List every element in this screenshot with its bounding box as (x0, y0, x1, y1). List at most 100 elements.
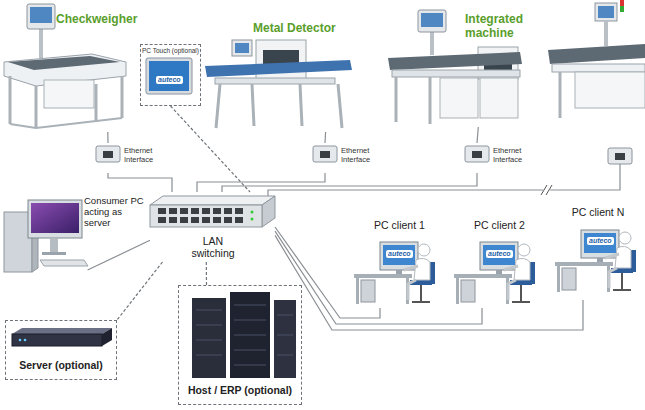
network-cable (541, 185, 552, 195)
text-slot: PC client 2 (457, 219, 542, 231)
host-racks-figure (192, 292, 296, 378)
integrated-machine-figure (440, 78, 478, 118)
client-pc-figure (354, 230, 636, 304)
fourth-machine-figure (598, 6, 614, 18)
machine-leg (9, 76, 12, 124)
metal-detector-figure (215, 78, 335, 84)
metal-detector-figure (256, 40, 306, 82)
interface-label: Ethernet Interface (124, 147, 166, 164)
server-pc-figure (50, 238, 58, 252)
ethernet-port-icon (615, 153, 625, 160)
interface-label: Ethernet Interface (341, 147, 383, 164)
switch-port (158, 208, 166, 214)
server-pc-figure (4, 200, 88, 272)
rack-slot (196, 325, 222, 326)
lan-switch-figure (150, 205, 262, 227)
fourth-machine-figure (559, 72, 562, 118)
machine-leg (395, 77, 398, 122)
client-pc: PC client 2 auteco (452, 218, 547, 308)
network-cable (268, 164, 620, 196)
text-slot: auteco (156, 76, 183, 84)
lan-switch-figure (251, 211, 254, 214)
integrated-machine-figure (392, 70, 520, 77)
network-cable (275, 235, 583, 330)
machine-leg (216, 84, 342, 128)
metal-detector-figure (205, 40, 352, 128)
text-slot: auteco (386, 250, 413, 258)
rack-server-figure (12, 328, 112, 346)
network-cable (107, 132, 108, 143)
machine-leg (396, 77, 430, 124)
metal-detector-machine: Metal Detector (200, 10, 359, 132)
switch-port (169, 217, 177, 223)
brand-logo: auteco (156, 76, 183, 84)
host-racks-figure (192, 298, 226, 378)
client-pc-figure (354, 242, 435, 304)
rack-slot (196, 310, 222, 311)
interface-label: Ethernet Interface (493, 147, 535, 164)
rack-server-figure (12, 328, 112, 334)
ethernet-interface: Ethernet Interface (93, 143, 168, 173)
machine-leg (35, 86, 38, 128)
server-unit: Server (optional) (5, 320, 117, 380)
switch-port (235, 208, 243, 214)
server-pc-figure (40, 260, 88, 266)
rack-slot (234, 350, 266, 351)
client-pc-figure (555, 230, 636, 292)
machine-heading: Metal Detector (253, 22, 357, 36)
switch-port (235, 217, 243, 223)
brand-logo: auteco (486, 250, 513, 258)
host-racks-figure (274, 300, 296, 378)
checkweigher-figure (44, 80, 94, 108)
ethernet-port-icon (608, 148, 632, 164)
text-slot: Ethernet Interface (124, 147, 166, 164)
switch-port (158, 208, 243, 223)
network-cable (324, 132, 326, 143)
rack-server-figure (24, 339, 27, 342)
text-slot: Host / ERP (optional) (181, 384, 299, 396)
text-slot: Ethernet Interface (493, 147, 535, 164)
integrated-machine-figure (418, 10, 446, 32)
server-pc: Consumer PC acting as server (0, 190, 146, 270)
switch-port (191, 208, 199, 214)
fourth-machine-figure (552, 64, 645, 72)
fourth-machine-figure (595, 3, 617, 21)
text-slot: PC client 1 (357, 219, 442, 231)
machine-leg (216, 84, 220, 128)
machine-leg (429, 77, 432, 124)
machine-leg (95, 84, 98, 122)
ethernet-interface: Ethernet Interface (310, 143, 385, 173)
ethernet-port-icon (472, 151, 482, 158)
checkweigher-figure (10, 118, 122, 128)
client-pc: PC client 1 auteco (352, 218, 447, 308)
network-cable (275, 227, 380, 318)
rack-server-figure (19, 339, 22, 342)
pc-touch-figure (146, 58, 192, 94)
text-slot: LAN switching (187, 235, 239, 259)
metal-detector-figure (235, 43, 249, 53)
network-cable (477, 127, 478, 143)
client-label: PC client N (556, 206, 640, 218)
rack-slot (234, 320, 266, 321)
switch-port (191, 217, 199, 223)
machine-leg (338, 84, 342, 128)
host-erp: Host / ERP (optional) (178, 285, 302, 405)
server-pc-figure (42, 252, 66, 255)
lan-switch: LAN switching (150, 192, 275, 262)
text-slot: Metal Detector (253, 22, 357, 36)
machine-leg (252, 84, 254, 126)
network-cable (88, 240, 150, 270)
text-slot: PC Touch (optional) (142, 47, 199, 54)
pc-touch-figure (149, 61, 189, 91)
network-cable (268, 164, 620, 196)
switch-port (202, 217, 210, 223)
machine-leg (300, 84, 302, 126)
switch-port (158, 217, 166, 223)
checkweigher-figure (8, 56, 120, 70)
text-slot: Server (optional) (9, 359, 113, 371)
host-racks-figure (230, 292, 270, 378)
client-pc-figure (454, 242, 535, 304)
integrated-machine-figure (430, 30, 434, 55)
lan-switch-figure (150, 196, 275, 205)
